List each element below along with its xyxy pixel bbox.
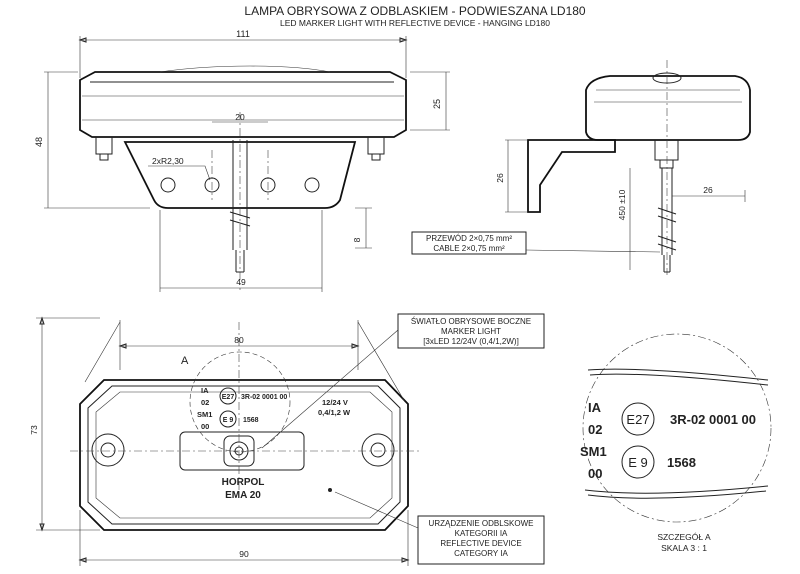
dim-side-offset: 26 — [703, 185, 713, 195]
mark-e9-small: E 9 — [223, 417, 234, 424]
dim-front-width: 90 — [239, 549, 249, 559]
dim-hole-spacing: 20 — [235, 112, 245, 122]
detail-label: SZCZEGÓŁ A — [657, 532, 711, 542]
dim-bracket-gap: 8 — [352, 237, 362, 242]
mark-approval-1: 3R-02 0001 00 — [670, 412, 756, 427]
mark-02: 02 — [588, 422, 602, 437]
mark-e9: E 9 — [628, 455, 648, 470]
title-line-1: LAMPA OBRYSOWA Z ODBLASKIEM - PODWIESZAN… — [244, 4, 586, 18]
mark-sm1: SM1 — [580, 444, 607, 459]
mark-voltage: 12/24 V — [322, 398, 348, 407]
mark-ia: IA — [588, 400, 602, 415]
mark-e27: E27 — [626, 412, 649, 427]
side-view: 26 26 450 ±10 — [495, 60, 751, 275]
marker-light-callout: ŚWIATŁO OBRYSOWE BOCZNE MARKER LIGHT [3x… — [261, 313, 545, 449]
dim-top-height: 25 — [432, 99, 442, 109]
mark-e27-small: E27 — [222, 394, 235, 401]
reflector-label-pl-1: URZĄDZENIE ODBLSKOWE — [429, 519, 534, 528]
wire-label-pl: PRZEWÓD 2×0,75 mm² — [426, 234, 512, 243]
mark-approval-2: 1568 — [667, 455, 696, 470]
front-view: A IA 02 SM1 00 E27 3R-02 0001 00 E 9 156… — [29, 316, 420, 566]
wire-label-en: CABLE 2×0,75 mm² — [433, 244, 505, 253]
dim-side-bracket: 26 — [495, 173, 505, 183]
dim-front-inner-width: 80 — [234, 335, 244, 345]
dim-bracket-width: 49 — [236, 277, 246, 287]
detail-ref-label: A — [181, 355, 189, 367]
model-label: EMA 20 — [225, 490, 261, 501]
detail-scale: SKALA 3 : 1 — [661, 543, 707, 553]
cable-callout: PRZEWÓD 2×0,75 mm² CABLE 2×0,75 mm² — [411, 231, 661, 255]
dim-total-height: 48 — [34, 137, 44, 147]
mark-power: 0,4/1,2 W — [318, 408, 351, 417]
reflector-callout: URZĄDZENIE ODBLSKOWE KATEGORII IA REFLEC… — [334, 491, 545, 565]
mark-approval-2-small: 1568 — [243, 417, 259, 424]
reflector-label-en-2: CATEGORY IA — [454, 549, 508, 558]
light-spec: [3xLED 12/24V (0,4/1,2W)] — [423, 337, 519, 346]
detail-a-view: IA 02 SM1 00 E27 3R-02 0001 00 E 9 1568 … — [580, 333, 772, 553]
dim-hole-radius: 2xR2,30 — [152, 156, 184, 166]
reflector-label-en-1: REFLECTIVE DEVICE — [440, 539, 521, 548]
light-label-en: MARKER LIGHT — [441, 327, 501, 336]
dim-front-height: 73 — [29, 425, 39, 435]
mark-00: 00 — [588, 466, 602, 481]
brand-label: HORPOL — [222, 477, 265, 488]
mark-ia-small: IA — [201, 386, 209, 395]
mark-00-small: 00 — [201, 422, 209, 431]
reflector-label-pl-2: KATEGORII IA — [455, 529, 508, 538]
mark-02-small: 02 — [201, 398, 209, 407]
mark-approval-1-small: 3R-02 0001 00 — [241, 394, 287, 401]
dim-overall-width: 111 — [236, 29, 250, 39]
top-view: 111 25 48 20 2xR2,30 8 49 — [34, 29, 450, 292]
mark-sm1-small: SM1 — [197, 410, 212, 419]
dim-cable-length: 450 ±10 — [617, 189, 627, 220]
light-label-pl: ŚWIATŁO OBRYSOWE BOCZNE — [411, 317, 531, 326]
title-line-2: LED MARKER LIGHT WITH REFLECTIVE DEVICE … — [280, 18, 550, 28]
